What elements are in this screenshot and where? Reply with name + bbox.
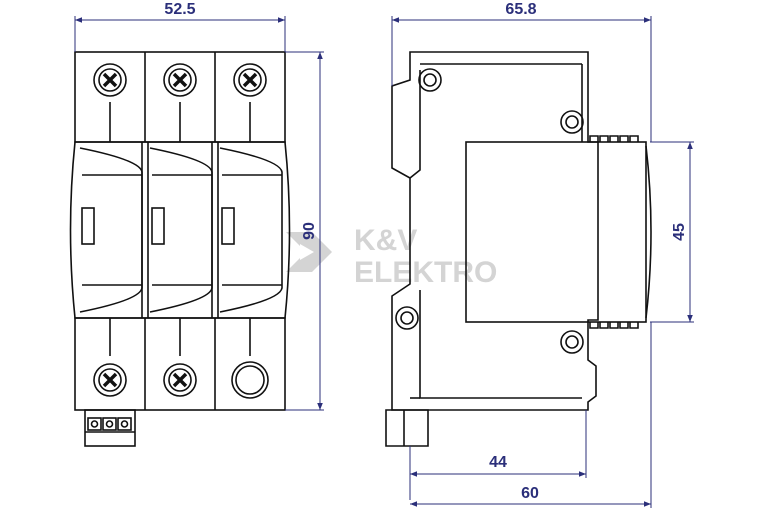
- dimension-front-width: [74, 16, 286, 52]
- front-middle-body: [69, 141, 291, 319]
- side-plug-module: [465, 141, 647, 323]
- watermark-line1: K&V: [354, 224, 417, 257]
- terminal-block-icon: [84, 409, 136, 447]
- dimension-side-depth-44: [409, 410, 587, 500]
- cross-screw-icon: [93, 63, 127, 97]
- watermark-line2: ELEKTRO: [354, 256, 497, 289]
- side-view: [385, 51, 652, 447]
- side-housing: [391, 51, 599, 411]
- dimension-label-44: 44: [489, 454, 507, 471]
- dimension-front-height: [285, 51, 324, 411]
- dimension-label-45: 45: [671, 223, 688, 241]
- dimension-label-65-8: 65.8: [505, 1, 536, 18]
- cross-screw-icon: [93, 363, 127, 397]
- dimension-label-52-5: 52.5: [164, 1, 195, 18]
- cross-screw-icon: [163, 363, 197, 397]
- cross-screw-icon: [233, 63, 267, 97]
- cross-screw-icon: [163, 63, 197, 97]
- dimension-side-depth-60: [410, 322, 652, 508]
- dimension-label-60: 60: [521, 485, 539, 502]
- status-window-icon: [231, 361, 269, 399]
- front-view: [69, 51, 291, 447]
- dimension-side-module-height: [650, 141, 694, 323]
- screw-hole-icon: [395, 68, 584, 354]
- din-clip: [385, 409, 429, 447]
- dimension-label-90: 90: [301, 222, 318, 240]
- dimension-side-width: [391, 16, 652, 142]
